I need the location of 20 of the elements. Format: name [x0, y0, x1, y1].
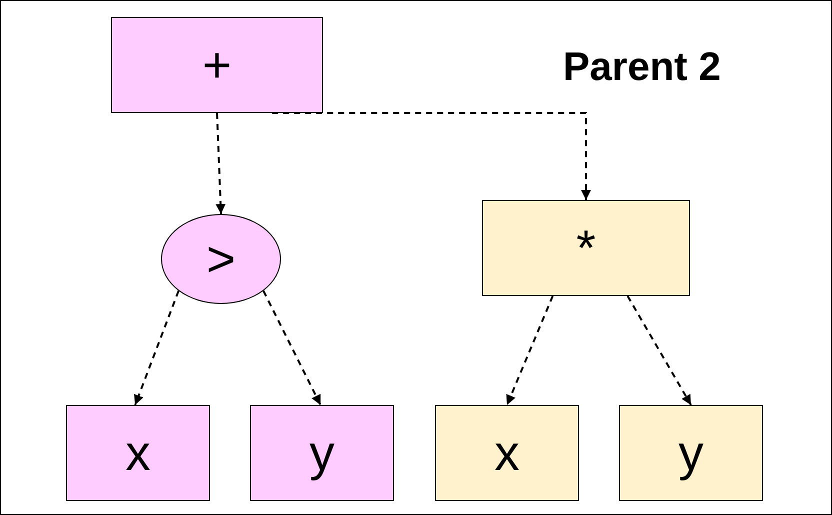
tree-node-box — [250, 405, 394, 501]
tree-node-box — [66, 405, 210, 501]
tree-node-box — [111, 17, 323, 113]
node-symbol: x — [126, 428, 150, 478]
dashed-arrow — [626, 296, 692, 406]
dashed-arrow — [506, 296, 554, 406]
tree-node-box — [435, 405, 579, 501]
node-symbol: > — [206, 234, 236, 284]
tree-node-box — [619, 405, 763, 501]
tree-node-box — [482, 200, 690, 296]
node-symbol: y — [678, 428, 704, 478]
dashed-arrow — [216, 112, 226, 214]
dashed-arrow — [134, 290, 180, 406]
node-symbol: * — [576, 223, 596, 273]
node-symbol: + — [202, 40, 232, 90]
dashed-arrow — [262, 290, 322, 406]
node-symbol: y — [310, 428, 334, 478]
dashed-arrow — [272, 112, 591, 200]
tree-title: Parent 2 — [563, 45, 721, 90]
node-symbol: x — [494, 428, 520, 478]
